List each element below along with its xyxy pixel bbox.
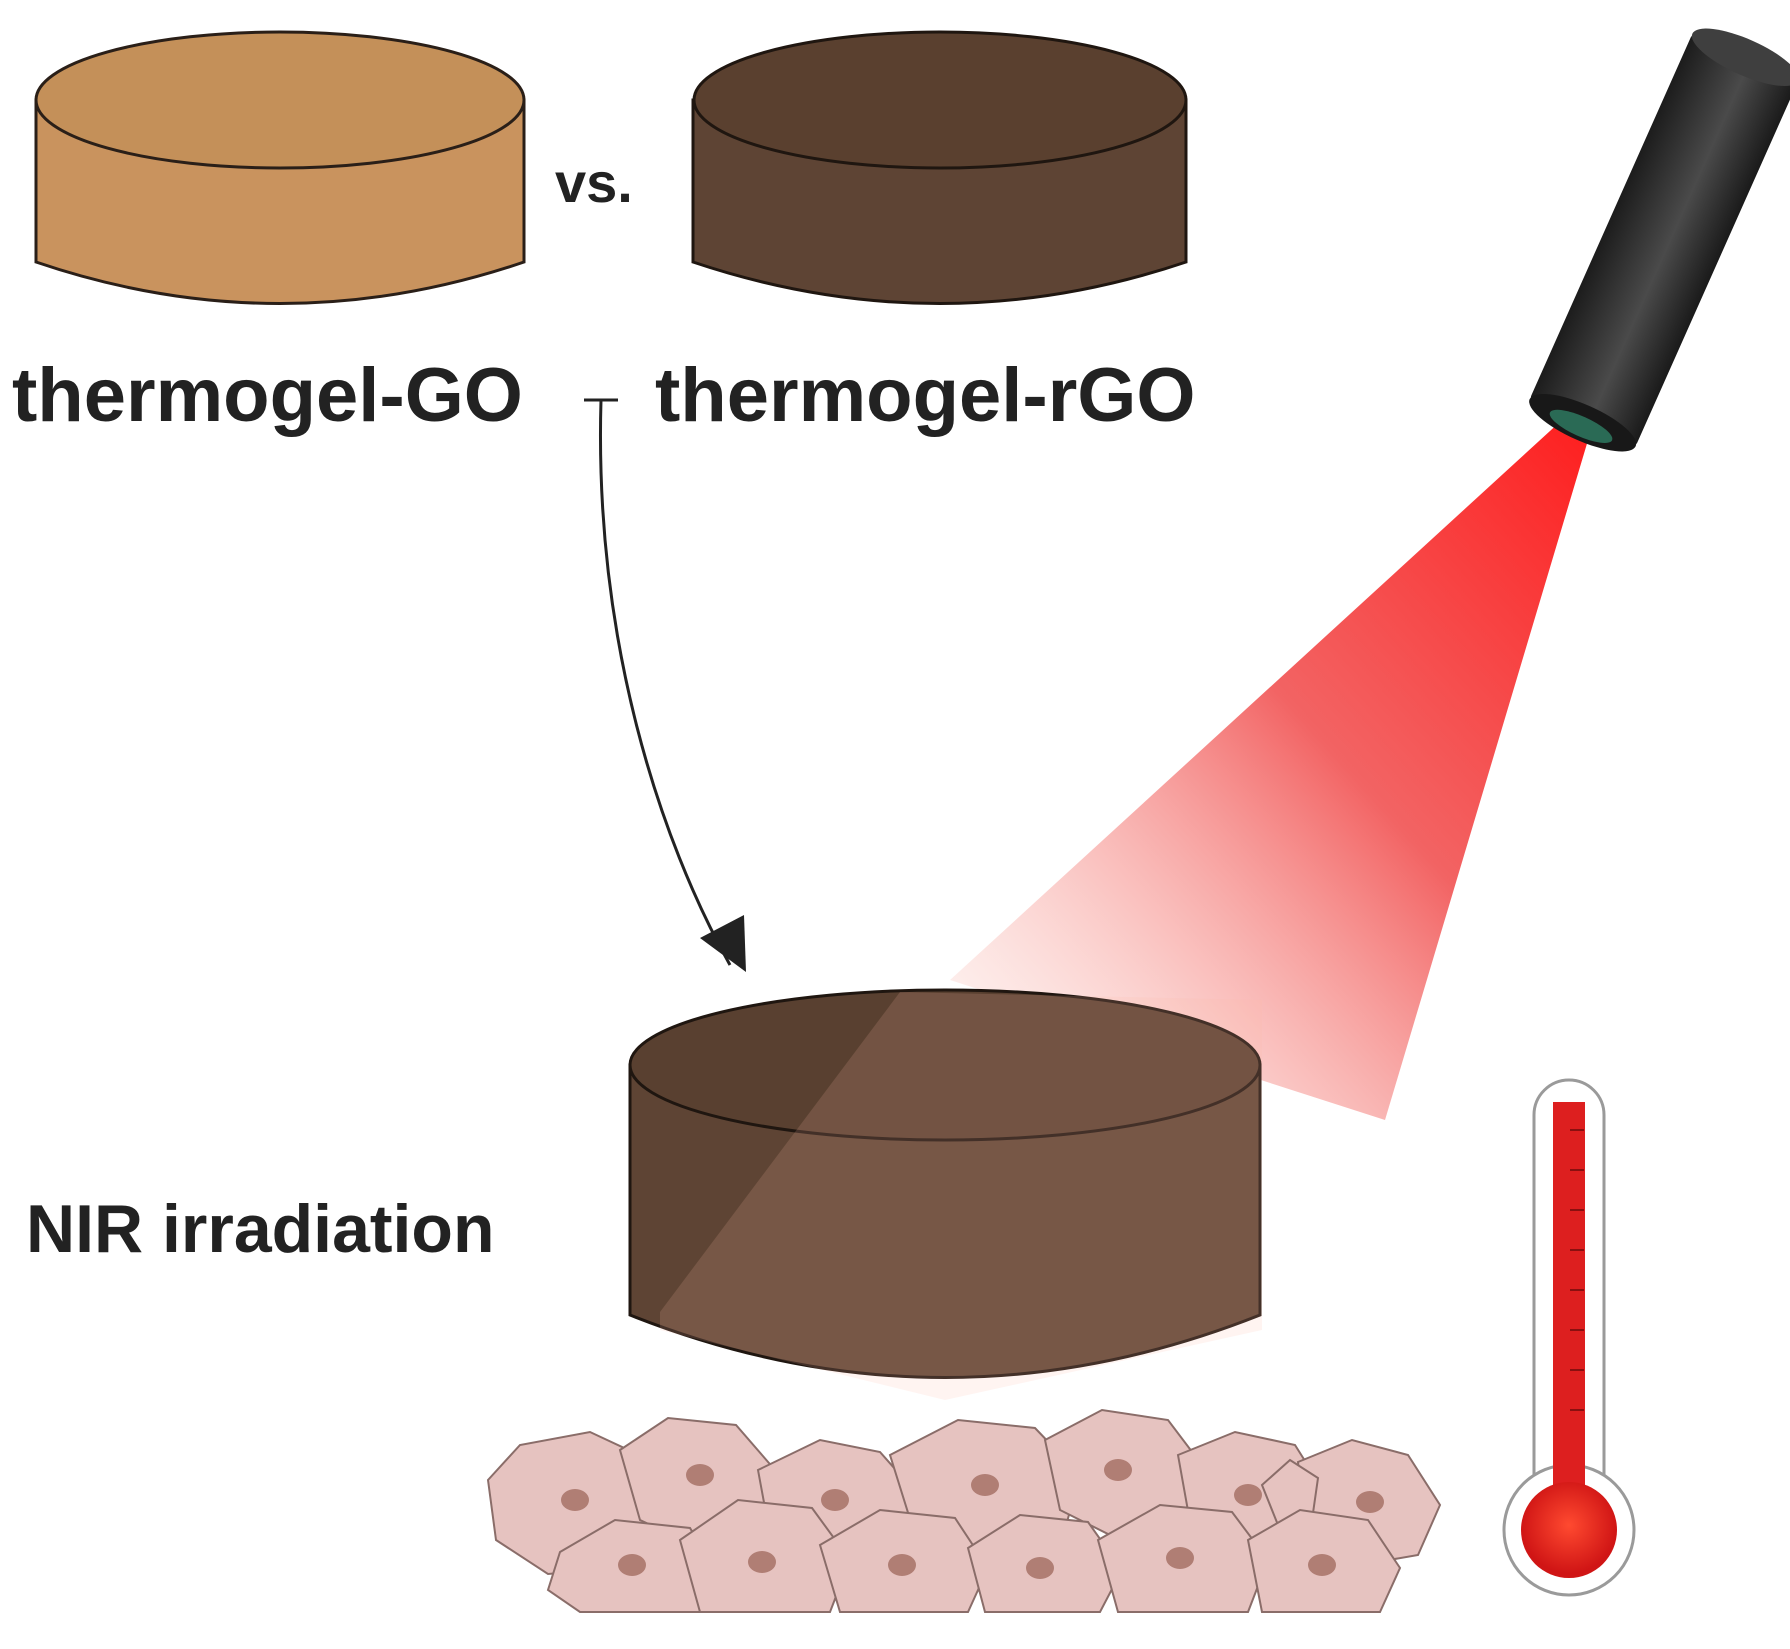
thermogel-rgo-disk — [691, 30, 1188, 305]
thermometer-icon — [1502, 1078, 1636, 1597]
cell-layer-icon — [486, 1408, 1442, 1613]
irradiated-thermogel-disk — [628, 988, 1262, 1400]
thermogel-go-label: thermogel-GO — [12, 353, 523, 438]
laser-beam — [950, 400, 1600, 1120]
curved-arrow-icon — [599, 399, 746, 972]
nir-irradiation-label: NIR irradiation — [26, 1191, 495, 1267]
comparison-label: vs. — [555, 151, 633, 214]
beam-illumination — [660, 992, 1262, 1400]
laser-pointer-icon — [1529, 28, 1790, 452]
thermogel-rgo-label: thermogel-rGO — [655, 353, 1196, 438]
thermogel-go-disk — [34, 30, 526, 305]
